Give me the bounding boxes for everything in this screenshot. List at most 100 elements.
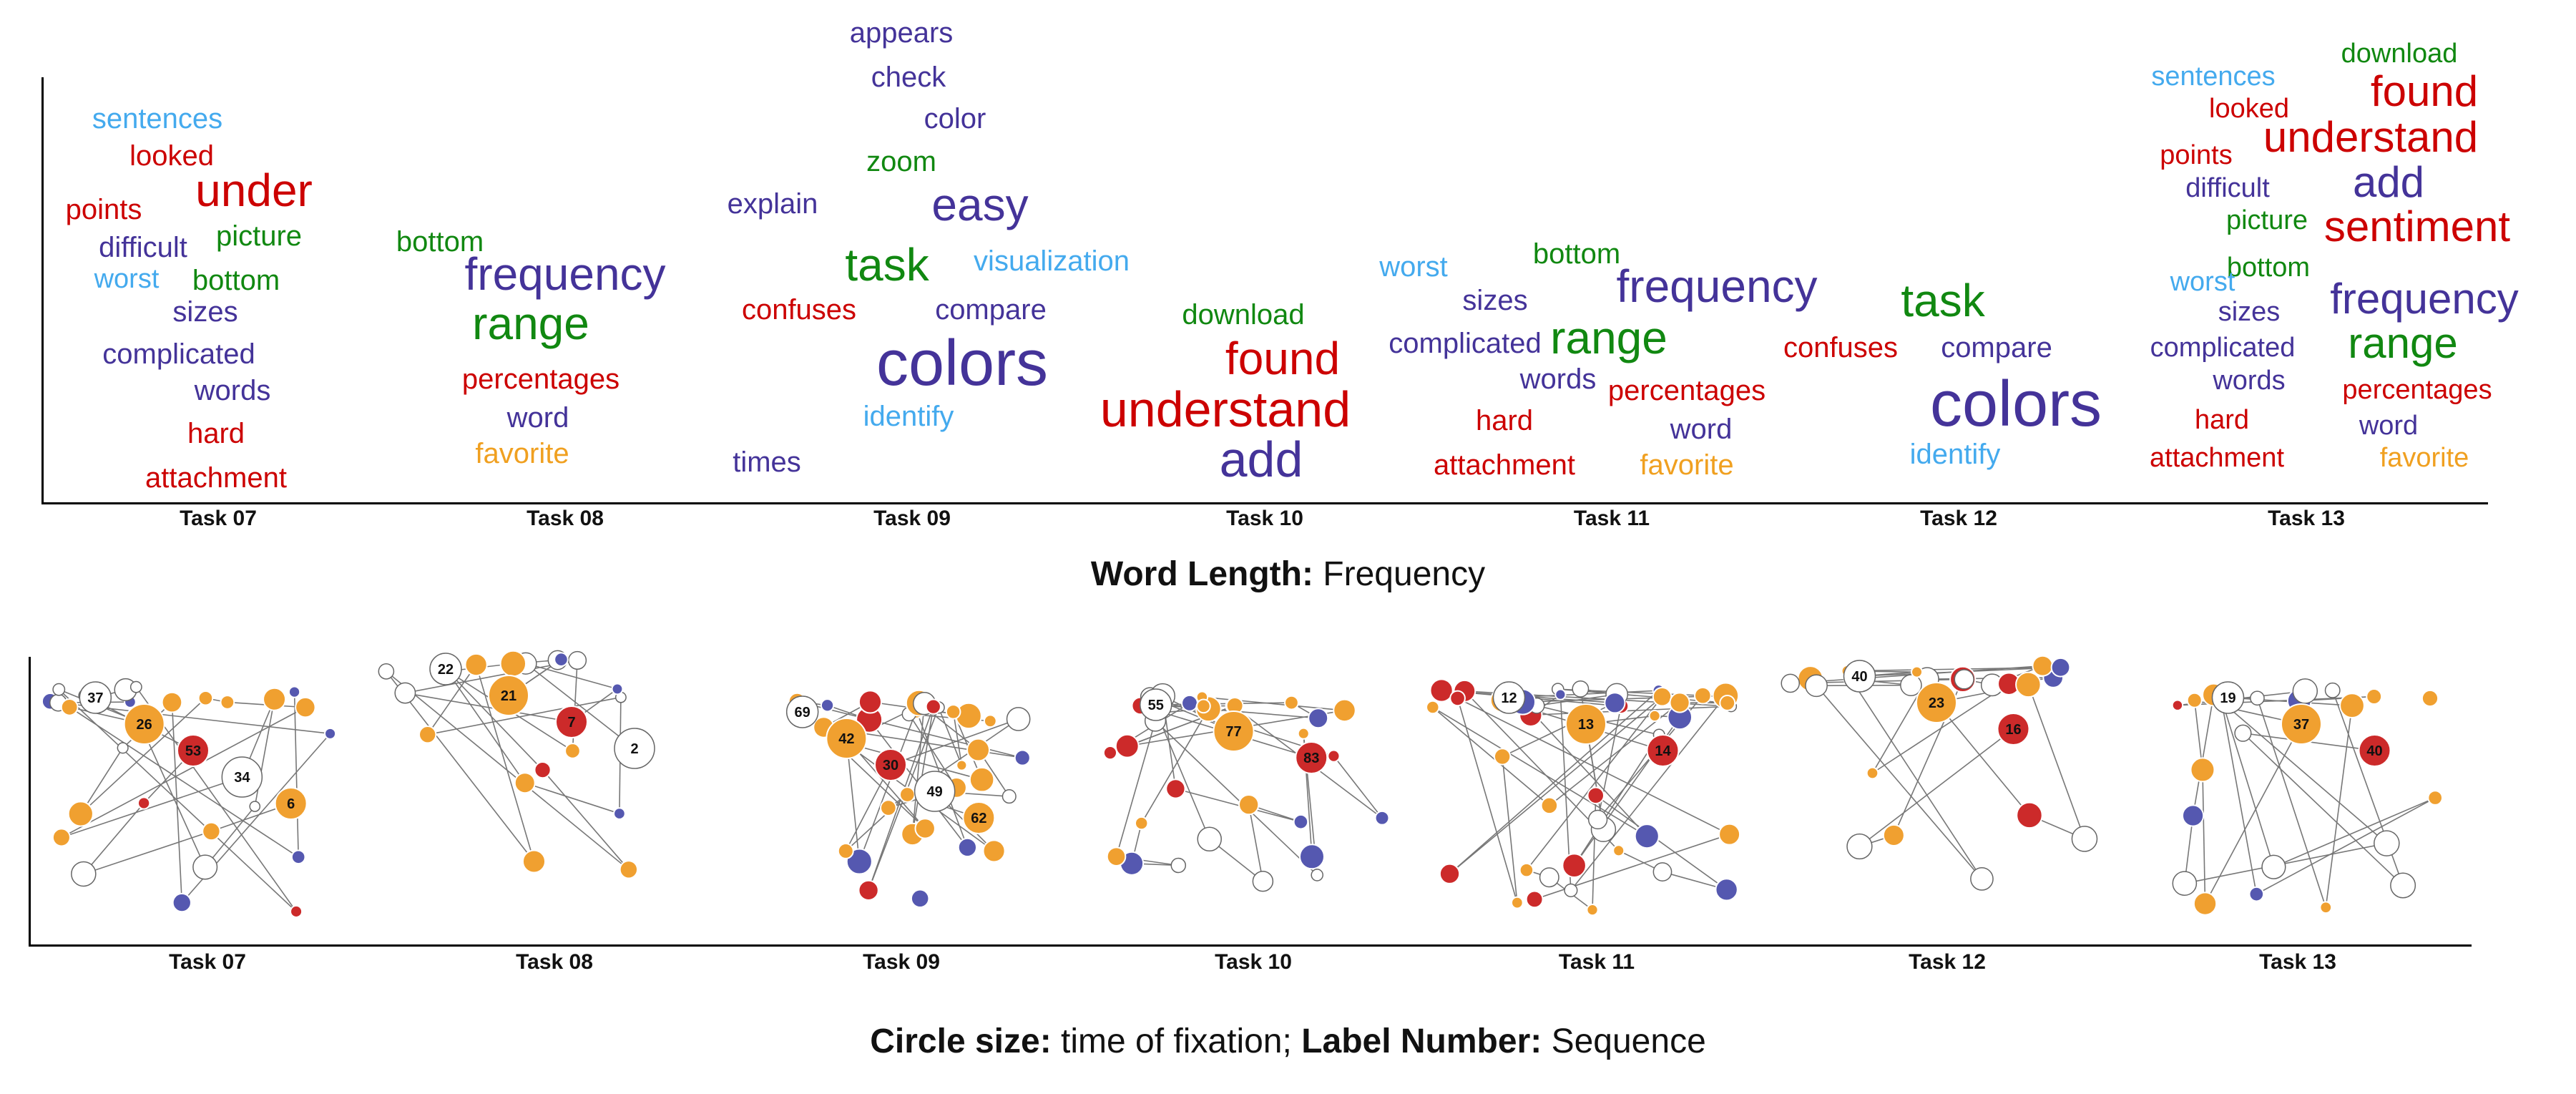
fixation-circle — [1426, 700, 1440, 715]
scanpath-edge — [58, 689, 297, 912]
fixation-circle — [1586, 903, 1599, 917]
fixation-circle — [1604, 692, 1626, 714]
fixation-circle — [2172, 871, 2198, 896]
fixation-circle — [60, 698, 79, 716]
fixation-circle — [826, 718, 868, 759]
fixation-circle — [1197, 826, 1222, 852]
scanpath-edge — [952, 711, 963, 766]
task-label: Task 08 — [527, 507, 604, 530]
fixation-panel-caption: Circle size: time of fixation; Label Num… — [0, 1022, 2576, 1061]
fixation-circle — [2250, 690, 2265, 706]
cloud-word: appears — [849, 17, 954, 49]
fixation-circle — [914, 818, 936, 839]
fixation-circle — [2319, 901, 2333, 914]
scanpath-edge — [80, 747, 124, 814]
fixation-circle — [137, 796, 151, 810]
cloud-word: check — [871, 62, 946, 93]
fixation-circle — [858, 879, 879, 901]
scanpath-edge — [2192, 694, 2215, 816]
scanpath-edge — [1502, 756, 1518, 903]
scanpath-edge — [1333, 756, 1383, 819]
fixation-circle — [1612, 844, 1625, 857]
fixation-circle — [1327, 749, 1341, 763]
cloud-word: word — [506, 402, 569, 434]
cloud-word: bottom — [192, 265, 280, 296]
cloud-word: frequency — [2330, 275, 2519, 323]
fixation-sequence-label: 7 — [567, 715, 575, 731]
fixation-sequence-label: 40 — [1851, 669, 1867, 685]
fixation-circle — [2171, 699, 2184, 711]
cloud-word: looked — [129, 140, 214, 172]
fixation-circle — [1572, 680, 1590, 698]
fixation-circle — [1539, 867, 1559, 888]
fixation-circle — [1308, 708, 1329, 729]
fixation-sequence-label: 37 — [2293, 717, 2309, 733]
fixation-circle — [1562, 853, 1587, 878]
cloud-word: explain — [727, 188, 818, 220]
fixation-sequence-label: 77 — [1225, 724, 1241, 740]
cloud-word: compare — [1941, 332, 2052, 363]
fixation-circle — [1634, 824, 1660, 849]
scanpath-edge — [1858, 728, 2014, 847]
cloud-word: worst — [2170, 267, 2235, 297]
scanpath-edge — [2256, 797, 2436, 895]
scanpath-edge — [1816, 685, 1983, 879]
fixation-circle — [288, 685, 301, 698]
fixation-circle — [1006, 707, 1031, 731]
fixation-circle — [957, 837, 977, 858]
fixation-sequence-label: 14 — [1655, 743, 1671, 759]
word-panel-y-axis — [41, 77, 44, 504]
cloud-word: easy — [931, 179, 1029, 230]
scanpath-edge — [2256, 698, 2327, 908]
cloud-word: sizes — [1462, 285, 1528, 316]
scanpath-edge — [1115, 721, 1156, 857]
scanpath-edge — [2220, 697, 2275, 868]
fixation-sequence-label: 26 — [137, 717, 152, 733]
scanpath-edge — [1141, 708, 1210, 824]
fixation-circle — [1170, 857, 1187, 874]
caption-text-2: Sequence — [1551, 1022, 1706, 1060]
cloud-word: looked — [2209, 94, 2289, 124]
scanpath-edge — [525, 663, 635, 749]
task-label: Task 07 — [180, 507, 257, 530]
fixation-circle — [1311, 869, 1324, 881]
task-label: Task 10 — [1226, 507, 1303, 530]
cloud-word: points — [65, 194, 142, 225]
fixation-circle — [1954, 669, 1974, 690]
fixation-circle — [1493, 748, 1512, 766]
fixation-circle — [192, 854, 218, 880]
fixation-circle — [1293, 814, 1309, 830]
fixation-circle — [785, 695, 819, 728]
fixation-circle — [2390, 872, 2416, 899]
fixation-circle — [2050, 657, 2071, 678]
fixation-circle — [568, 650, 587, 670]
fixation-circle — [1652, 687, 1673, 707]
fixation-circle — [499, 650, 527, 678]
caption-text: Frequency — [1323, 555, 1486, 593]
cloud-word: attachment — [2150, 443, 2284, 473]
scanpath-edge — [2325, 705, 2353, 908]
fixation-circle — [221, 756, 263, 798]
cloud-word: points — [2160, 140, 2233, 170]
fixation-circle — [117, 742, 129, 754]
fixation-circle — [1719, 695, 1736, 711]
fixation-circle — [846, 848, 873, 875]
scanpath-edge — [83, 802, 145, 874]
cloud-word: picture — [215, 220, 303, 252]
scanpath-edge — [1449, 690, 1660, 874]
cloud-word: bottom — [1532, 238, 1621, 270]
fixation-circle — [983, 714, 997, 728]
fixation-circle — [1805, 674, 1828, 698]
fixation-circle — [1115, 733, 1140, 758]
fixation-circle — [1181, 694, 1198, 712]
scanpath-edge — [205, 806, 255, 868]
cloud-word: hard — [1475, 405, 1534, 436]
fixation-circle — [837, 842, 854, 859]
cloud-word: understand — [1100, 381, 1351, 437]
scanpath-edge — [2242, 733, 2404, 887]
caption-text-1: time of fixation; — [1061, 1022, 1292, 1060]
